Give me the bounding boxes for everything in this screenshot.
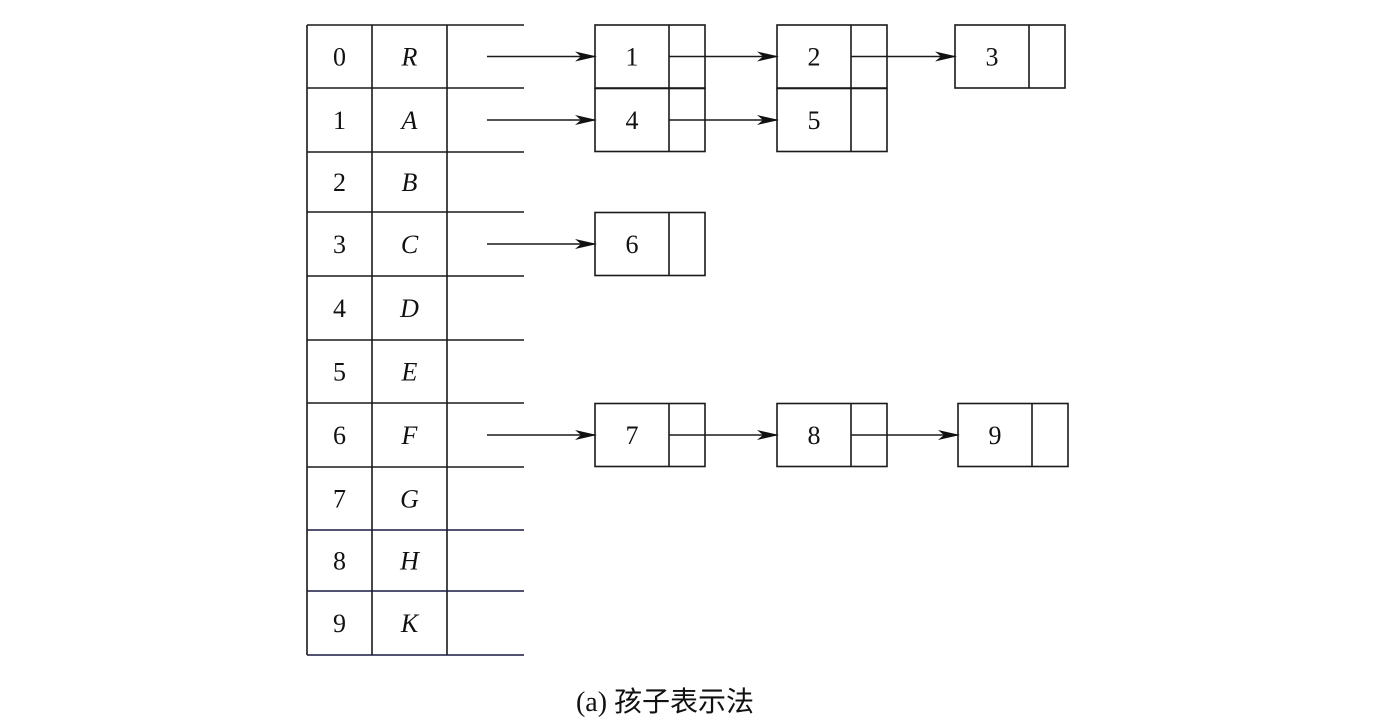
- child-node: [776, 87, 888, 153]
- row-data: R: [401, 43, 418, 72]
- row-data: G: [400, 485, 419, 514]
- row-index: 7: [333, 485, 346, 514]
- row-data: C: [401, 230, 419, 259]
- row-index: 2: [333, 168, 346, 197]
- child-node-value: 7: [626, 421, 639, 450]
- caption: (a) 孩子表示法: [575, 687, 755, 718]
- row-data: H: [399, 547, 420, 576]
- row-data: A: [400, 106, 418, 135]
- child-node: [957, 402, 1069, 468]
- child-node-value: 4: [626, 106, 639, 135]
- child-node: [594, 211, 706, 277]
- row-index: 0: [333, 43, 346, 72]
- row-index: 4: [333, 294, 346, 323]
- child-node-value: 9: [989, 421, 1002, 450]
- row-data: F: [401, 421, 419, 450]
- row-data: D: [399, 294, 419, 323]
- row-index: 8: [333, 547, 346, 576]
- child-node-value: 6: [626, 230, 639, 259]
- row-data: E: [401, 358, 418, 387]
- child-node-value: 3: [986, 43, 999, 72]
- row-data: B: [402, 168, 418, 197]
- child-node-value: 5: [808, 106, 821, 135]
- row-index: 3: [333, 230, 346, 259]
- child-node-value: 8: [808, 421, 821, 450]
- row-index: 1: [333, 106, 346, 135]
- child-node-value: 2: [808, 43, 821, 72]
- row-data: K: [400, 609, 420, 638]
- row-index: 5: [333, 358, 346, 387]
- row-index: 6: [333, 421, 346, 450]
- child-node: [954, 24, 1066, 89]
- child-node-value: 1: [626, 43, 639, 72]
- row-index: 9: [333, 609, 346, 638]
